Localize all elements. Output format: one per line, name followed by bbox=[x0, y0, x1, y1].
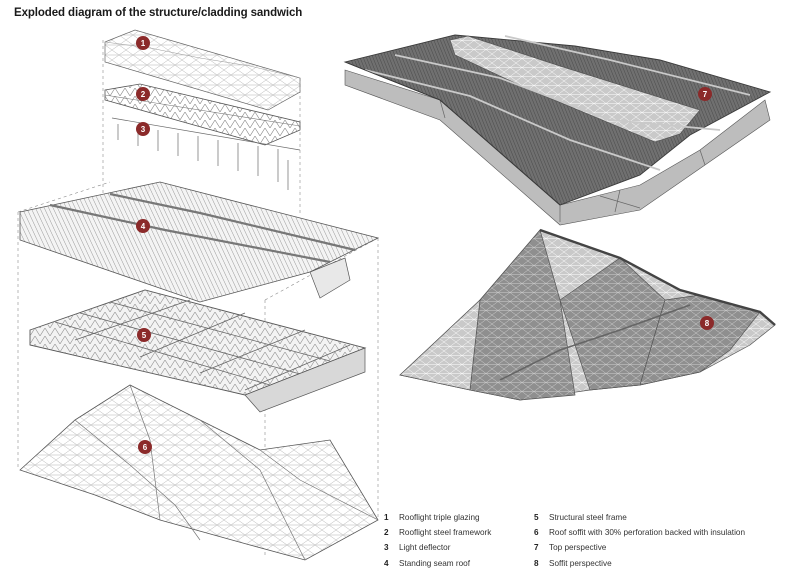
legend-column-right: 5 Structural steel frame 6 Roof soffit wit… bbox=[534, 510, 800, 571]
badge-3-label: 3 bbox=[141, 125, 146, 134]
layer-rooflight-glazing bbox=[104, 29, 301, 111]
legend-number: 1 bbox=[384, 513, 389, 522]
legend-text: Soffit perspective bbox=[549, 558, 612, 568]
legend-number: 7 bbox=[534, 543, 539, 553]
badge-4-label: 4 bbox=[141, 222, 146, 231]
legend-text: Structural steel frame bbox=[549, 513, 627, 522]
badge-3: 3 bbox=[136, 122, 150, 136]
legend-text: Roof soffit with 30% perforation backed … bbox=[549, 528, 746, 538]
badge-2-label: 2 bbox=[141, 90, 146, 99]
badge-1: 1 bbox=[136, 36, 150, 50]
badge-6-label: 6 bbox=[143, 443, 148, 452]
legend-number: 4 bbox=[384, 558, 389, 568]
legend-text: Rooflight triple glazing bbox=[399, 513, 480, 522]
legend-number: 3 bbox=[384, 543, 389, 553]
badge-4: 4 bbox=[136, 219, 150, 233]
badge-7-label: 7 bbox=[703, 90, 708, 99]
legend-text: Light deflector bbox=[399, 543, 451, 553]
layer-roof-soffit bbox=[19, 384, 379, 561]
legend-item: 1 Rooflight triple glazing bbox=[384, 510, 534, 525]
badge-1-label: 1 bbox=[141, 39, 146, 48]
legend-number: 5 bbox=[534, 513, 539, 522]
badge-6: 6 bbox=[138, 440, 152, 454]
soffit-perspective-view bbox=[399, 228, 776, 401]
badge-8-label: 8 bbox=[705, 319, 710, 328]
legend-item: 5 Structural steel frame bbox=[534, 510, 800, 525]
legend-item: 6 Roof soffit with 30% perforation backed… bbox=[534, 525, 800, 540]
diagram-title: Exploded diagram of the structure/claddi… bbox=[14, 7, 303, 19]
badge-7: 7 bbox=[698, 87, 712, 101]
exploded-stack bbox=[17, 29, 380, 561]
legend-item: 3 Light deflector bbox=[384, 540, 534, 555]
layer-standing-seam-roof bbox=[19, 181, 380, 303]
top-perspective-view bbox=[343, 34, 772, 226]
badge-5-label: 5 bbox=[142, 331, 147, 340]
legend-item: 8 Soffit perspective bbox=[534, 556, 800, 571]
legend-item: 7 Top perspective bbox=[534, 540, 800, 555]
legend-item: 4 Standing seam roof bbox=[384, 556, 534, 571]
legend-number: 8 bbox=[534, 558, 539, 568]
badge-2: 2 bbox=[136, 87, 150, 101]
legend-text: Standing seam roof bbox=[399, 558, 471, 568]
layer-steel-frame bbox=[29, 289, 367, 413]
legend-text: Top perspective bbox=[549, 543, 607, 553]
legend-text: Rooflight steel framework bbox=[399, 528, 492, 538]
legend-column-left: 1 Rooflight triple glazing 2 Rooflight ste… bbox=[384, 510, 534, 571]
layer-rooflight-framework bbox=[104, 83, 301, 146]
legend-number: 2 bbox=[384, 528, 389, 538]
badge-8: 8 bbox=[700, 316, 714, 330]
badge-5: 5 bbox=[137, 328, 151, 342]
legend-item: 2 Rooflight steel framework bbox=[384, 525, 534, 540]
legend-number: 6 bbox=[534, 528, 539, 538]
